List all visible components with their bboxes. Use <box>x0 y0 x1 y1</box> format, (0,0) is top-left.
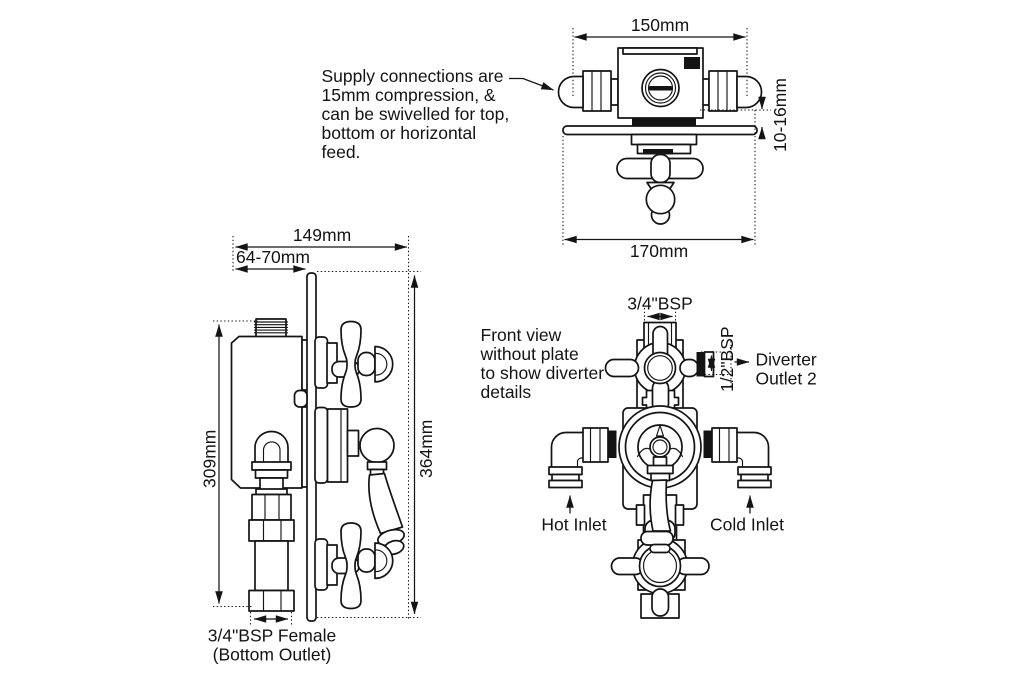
bottom-outlet-stack <box>248 488 295 612</box>
front-caption-line-1: Front view <box>481 325 562 345</box>
bottom-outlet-label-line-1: 3/4"BSP Female <box>208 626 336 646</box>
front-caption-line-2: without plate <box>480 344 579 364</box>
dim-150mm-label: 150mm <box>631 15 689 35</box>
side-view: 149mm 64-70mm 309mm 364mm 3/4"BSP Female… <box>200 225 437 665</box>
supply-note-line-2: 15mm compression, & <box>322 85 496 105</box>
front-view-caption: Front view without plate to show diverte… <box>480 325 605 402</box>
dim-309mm: 309mm <box>200 320 258 608</box>
diverter-outlet-label-line-1: Diverter <box>756 350 817 370</box>
dim-364mm: 364mm <box>317 270 436 619</box>
dim-170mm: 170mm <box>562 110 756 261</box>
hot-inlet-label: Hot Inlet <box>541 495 607 535</box>
dim-10-16mm-label: 10-16mm <box>770 78 790 152</box>
front-caption-line-4: details <box>481 382 532 402</box>
diverter-outlet-label-line-2: Outlet 2 <box>756 369 817 389</box>
supply-note-line-3: can be swivelled for top, <box>322 104 510 124</box>
wall-plate-top <box>562 125 758 136</box>
valve-body-top <box>617 47 704 119</box>
side-view-drawing <box>230 272 405 622</box>
dim-170mm-label: 170mm <box>630 241 688 261</box>
diverter-valve-front <box>604 321 715 413</box>
cold-inlet-text: Cold Inlet <box>710 515 784 535</box>
bottom-outlet-label-line-2: (Bottom Outlet) <box>213 645 332 665</box>
supply-note-line-1: Supply connections are <box>322 66 504 86</box>
supply-connection-right <box>701 70 763 112</box>
valve-body-side <box>230 318 309 489</box>
diverter-outlet-label: Diverter Outlet 2 <box>734 350 817 389</box>
hot-inlet-assembly <box>548 427 617 489</box>
front-caption-line-3: to show diverter <box>481 363 605 383</box>
cold-inlet-assembly <box>703 427 772 489</box>
supply-note-leader-arrow <box>509 77 554 91</box>
cross-handle-top-side <box>314 320 394 408</box>
hot-inlet-text: Hot Inlet <box>541 515 606 535</box>
lever-handle-side <box>314 406 405 556</box>
dim-149mm: 149mm <box>232 225 410 619</box>
temperature-lever-front <box>640 456 674 554</box>
thermostat-dial <box>618 405 702 489</box>
dim-64-70mm-label: 64-70mm <box>236 247 310 267</box>
dim-3-4-bsp-label: 3/4"BSP <box>627 294 693 314</box>
dim-64-70mm: 64-70mm <box>235 247 310 273</box>
plate-tab <box>293 389 308 408</box>
cold-inlet-label: Cold Inlet <box>710 495 784 535</box>
front-view-drawing <box>548 321 772 619</box>
concealed-band <box>632 118 696 126</box>
supply-note-line-5: feed. <box>322 142 361 162</box>
dim-364mm-label: 364mm <box>416 420 436 478</box>
dim-150mm: 150mm <box>572 15 748 96</box>
supply-connection-left <box>557 70 619 112</box>
dim-bottom-outlet: 3/4"BSP Female (Bottom Outlet) <box>208 612 336 665</box>
dim-1-2-bsp-label: 1/2"BSP <box>717 326 737 392</box>
handle-stack-top <box>616 133 704 225</box>
cross-handle-bottom-side <box>314 522 394 610</box>
dim-1-2-bsp: 1/2"BSP <box>701 326 737 392</box>
top-view: 150mm 170mm 10-16mm Supply connections a… <box>322 15 791 261</box>
dim-10-16mm: 10-16mm <box>700 78 790 152</box>
front-view: Front view without plate to show diverte… <box>480 294 817 619</box>
dim-309mm-label: 309mm <box>200 430 220 488</box>
dim-3-4-bsp: 3/4"BSP <box>627 294 693 324</box>
top-view-drawing <box>557 47 763 225</box>
supply-note-line-4: bottom or horizontal <box>322 123 477 143</box>
supply-note: Supply connections are 15mm compression,… <box>322 66 554 162</box>
dim-149mm-label: 149mm <box>293 225 351 245</box>
